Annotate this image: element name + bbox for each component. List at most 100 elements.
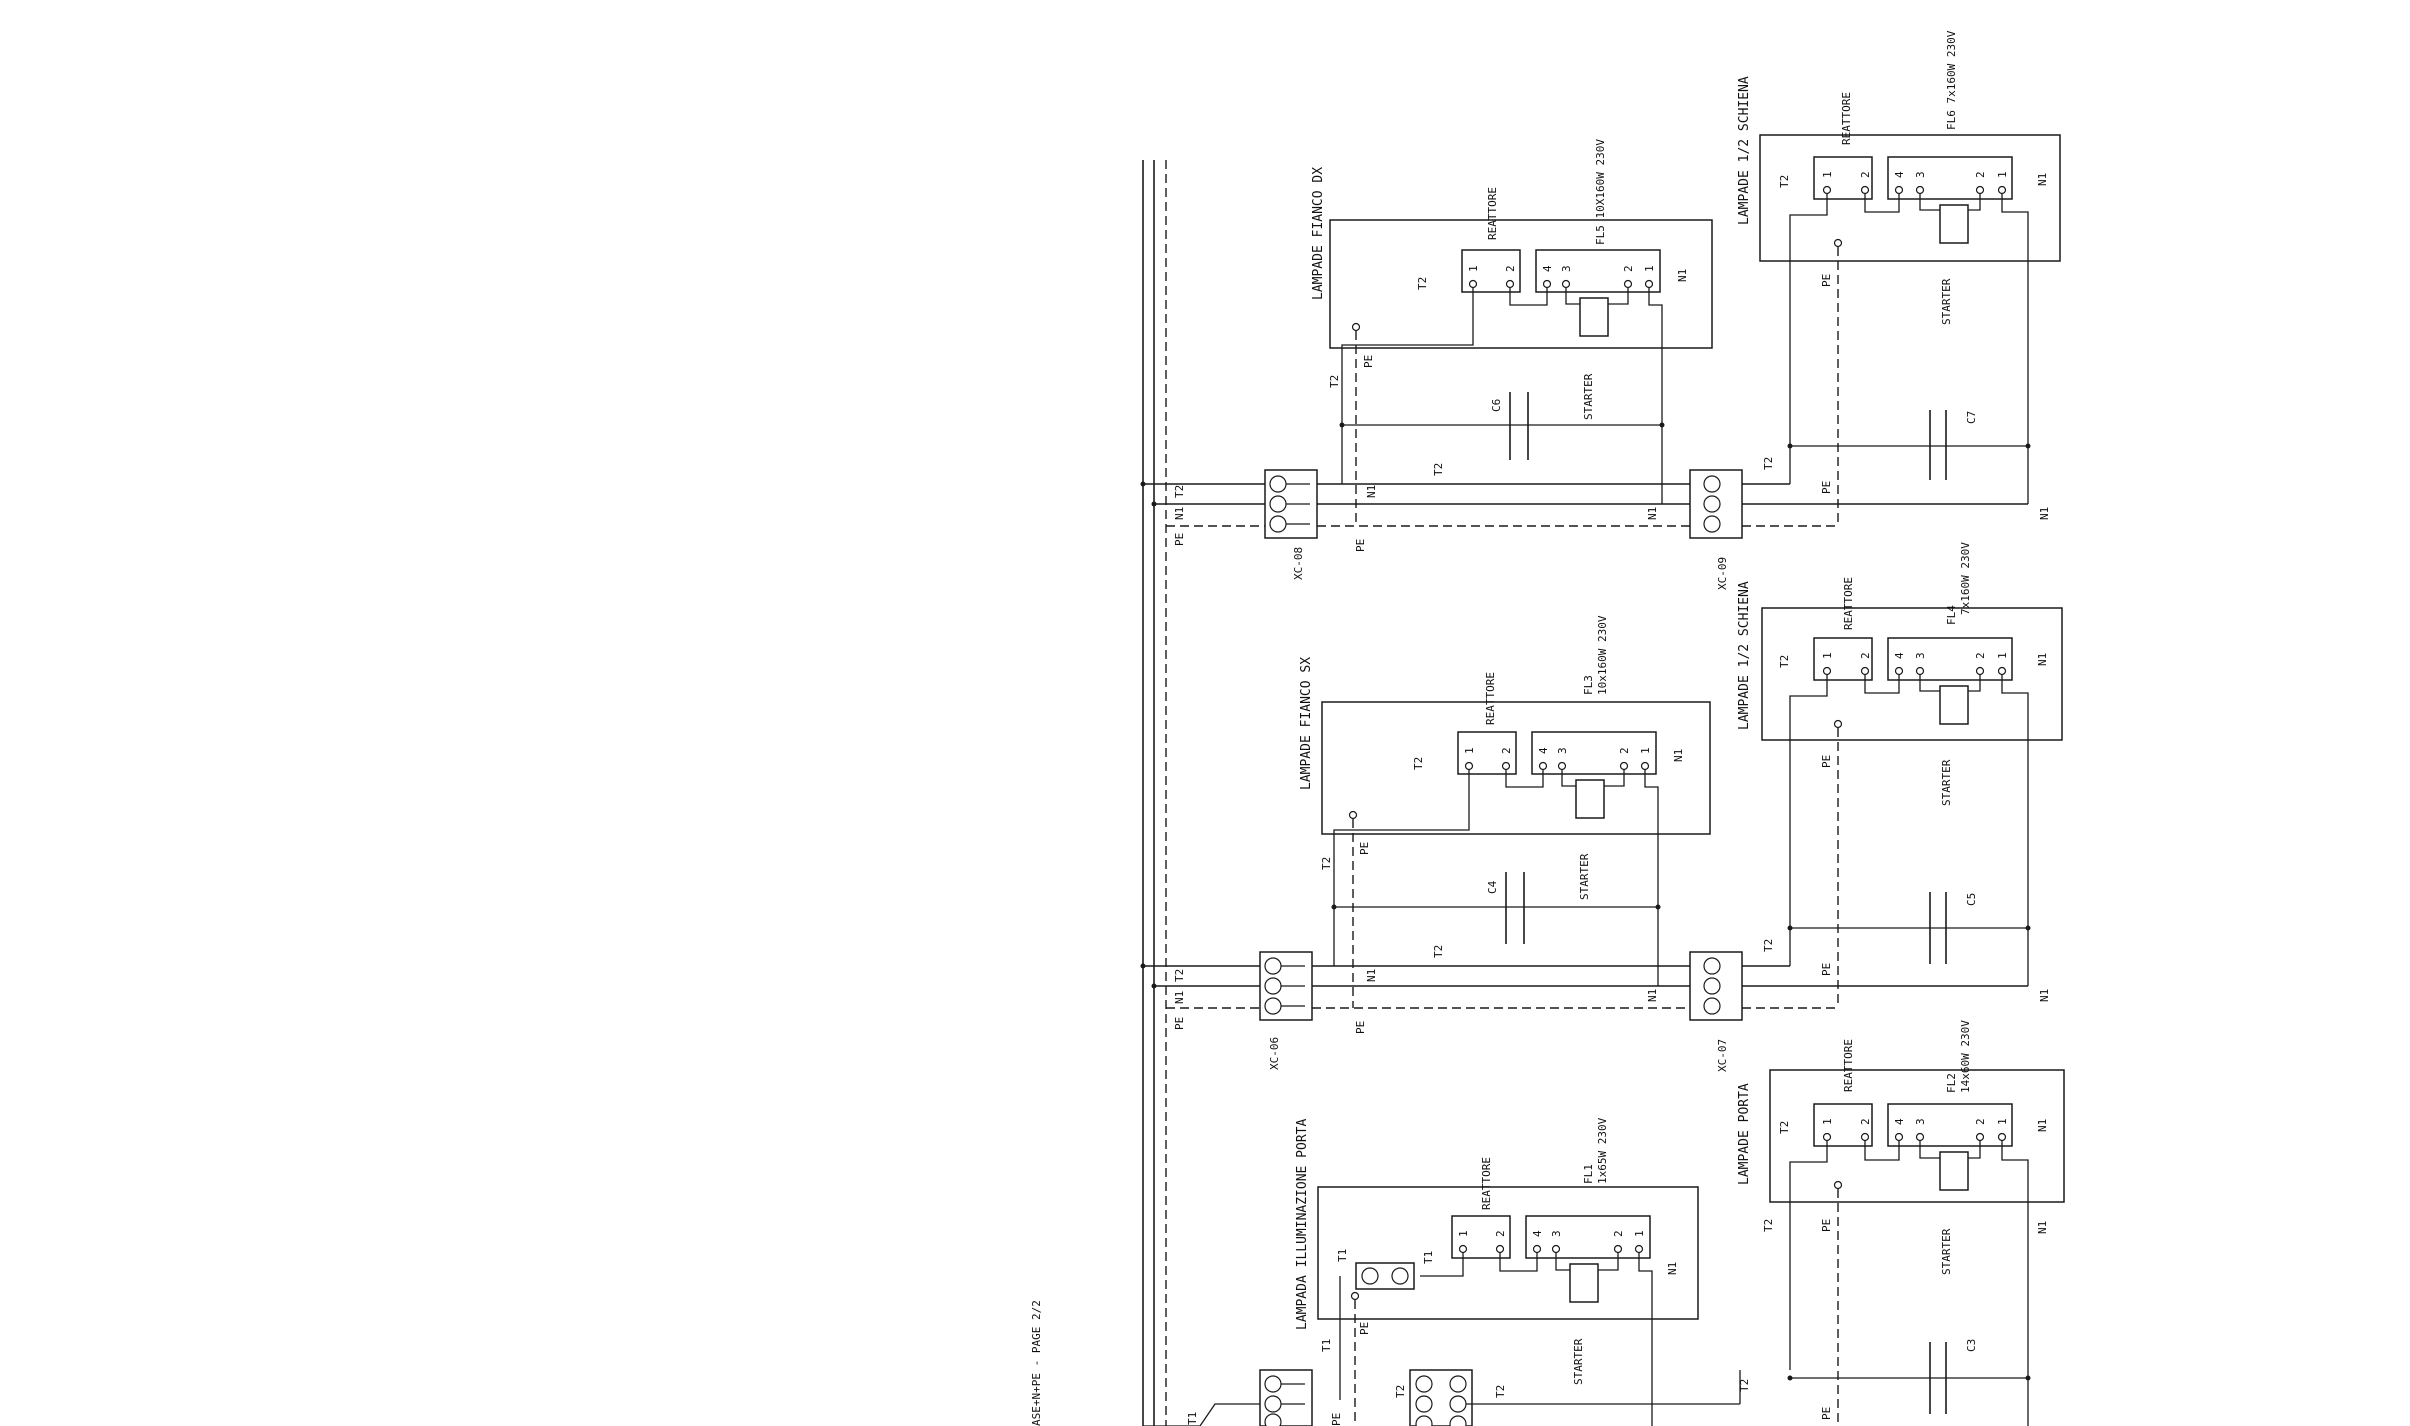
pe-label: PE xyxy=(1820,1219,1833,1232)
lamp-spec-line2: 1x65W 230V xyxy=(1596,1117,1609,1184)
pe-label: PE xyxy=(1820,274,1833,287)
terminal-block-xc08: XC-08 xyxy=(1264,469,1318,580)
pin-label: N1 xyxy=(2036,653,2049,666)
pin-number: 2 xyxy=(1494,1230,1507,1237)
pin-number: 2 xyxy=(1618,747,1631,754)
terminal-label: XC-08 xyxy=(1292,547,1305,580)
wire-label: N1 xyxy=(1365,485,1378,498)
wire-label: T2 xyxy=(1762,457,1775,470)
wire-label: T2 xyxy=(1762,939,1775,952)
bus-label-pe: PE xyxy=(1173,533,1186,546)
bus-label-pe: PE xyxy=(1173,1017,1186,1030)
pin-number: 3 xyxy=(1550,1230,1563,1237)
pin-number: 1 xyxy=(1457,1230,1470,1237)
upper-wires: PE N1 T2 T2 N1 PE N1 xyxy=(1140,463,2028,552)
terminal-label: XC-06 xyxy=(1268,1037,1281,1070)
capacitor-label: C5 xyxy=(1965,893,1978,906)
pin-number: 4 xyxy=(1893,171,1906,178)
starter-label: STARTER xyxy=(1940,759,1953,806)
wire-label: N1 xyxy=(1646,507,1659,520)
terminal-label: XC-09 xyxy=(1716,557,1729,590)
bus-label-t: T2 xyxy=(1173,969,1186,982)
pin-number: 2 xyxy=(1859,1118,1872,1125)
ballast-label: REATTORE xyxy=(1480,1157,1493,1210)
pin-label: N1 xyxy=(1666,1262,1679,1275)
bus-label-n: N1 xyxy=(1173,507,1186,520)
pin-number: 4 xyxy=(1541,265,1554,272)
terminal-label: XC-07 xyxy=(1716,1039,1729,1072)
starter-label: STARTER xyxy=(1572,1338,1585,1385)
pin-number: 1 xyxy=(1821,652,1834,659)
wire-label: N1 xyxy=(2036,1221,2049,1234)
unit-title: LAMPADE FIANCO DX xyxy=(1311,167,1326,300)
pin-number: 4 xyxy=(1893,652,1906,659)
page-footer-label: ASE+N+PE - PAGE 2/2 xyxy=(1030,1300,1043,1426)
pin-label: T1 xyxy=(1422,1251,1435,1264)
ballast-label: REATTORE xyxy=(1486,187,1499,240)
lamp-spec: FL5 10X160W 230V xyxy=(1594,139,1607,245)
pin-number: 4 xyxy=(1537,747,1550,754)
wire-label: T2 xyxy=(1328,375,1341,388)
lamp-unit-fl6: LAMPADE 1/2 SCHIENA REATTORE FL6 7x160W … xyxy=(1737,30,2061,526)
wire-label: T2 xyxy=(1432,463,1445,476)
pin-number: 1 xyxy=(1639,747,1652,754)
bus-label-t: T2 xyxy=(1173,485,1186,498)
lamp-spec: FL4 xyxy=(1945,605,1958,625)
starter-label: STARTER xyxy=(1582,373,1595,420)
pin-label: N1 xyxy=(1672,749,1685,762)
pin-number: 2 xyxy=(1500,747,1513,754)
pe-label: PE xyxy=(1358,1322,1371,1335)
pin-label: T1 xyxy=(1336,1249,1349,1262)
pin-number: 1 xyxy=(1821,171,1834,178)
pe-label: PE xyxy=(1820,755,1833,768)
lamp-spec-line2: 14x60W 230V xyxy=(1959,1020,1972,1093)
pin-number: 3 xyxy=(1560,265,1573,272)
wire-label: T2 xyxy=(1738,1379,1751,1392)
wire-label: T1 xyxy=(1186,1412,1199,1425)
wire-label: T1 xyxy=(1320,1339,1333,1352)
pin-number: 1 xyxy=(1467,265,1480,272)
wire-label: PE xyxy=(1820,481,1833,494)
unit-title: LAMPADE PORTA xyxy=(1737,1083,1752,1185)
pin-number: 1 xyxy=(1996,171,2009,178)
lamp-spec-line2: 10x160W 230V xyxy=(1596,615,1609,695)
lamp-unit-fl2: LAMPADE PORTA REATTORE FL2 14x60W 230V 1… xyxy=(1737,1020,2065,1426)
middle-wires: PE N1 T2 T2 N1 PE N1 xyxy=(1140,945,2028,1034)
unit-title: LAMPADE FIANCO SX xyxy=(1299,657,1314,790)
pin-number: 1 xyxy=(1633,1230,1646,1237)
terminal-block-xc06: XC-06 xyxy=(1259,951,1313,1070)
wire-label: PE xyxy=(1330,1413,1343,1426)
pin-number: 1 xyxy=(1996,652,2009,659)
starter-label: STARTER xyxy=(1940,1228,1953,1275)
wire-label: N1 xyxy=(1646,989,1659,1002)
lamp-spec: FL3 xyxy=(1582,675,1595,695)
main-bus xyxy=(1142,160,1167,1426)
pin-number: 1 xyxy=(1821,1118,1834,1125)
pin-number: 2 xyxy=(1974,1118,1987,1125)
pe-label: PE xyxy=(1358,842,1371,855)
wire-label: T2 xyxy=(1494,1385,1507,1398)
pin-number: 2 xyxy=(1859,652,1872,659)
pin-label: T2 xyxy=(1778,655,1791,668)
lamp-spec: FL1 xyxy=(1582,1164,1595,1184)
capacitor-label: C6 xyxy=(1490,399,1503,412)
pin-label: T2 xyxy=(1412,757,1425,770)
pin-label: T2 xyxy=(1778,1121,1791,1134)
ballast-label: REATTORE xyxy=(1840,92,1853,145)
pin-label: N1 xyxy=(1676,269,1689,282)
starter-label: STARTER xyxy=(1578,853,1591,900)
pin-number: 3 xyxy=(1556,747,1569,754)
bus-label-n: N1 xyxy=(1173,991,1186,1004)
pin-number: 2 xyxy=(1612,1230,1625,1237)
terminal-block-bottom-mid: T2 T2 xyxy=(1394,1369,1741,1426)
pin-label: N1 xyxy=(2036,173,2049,186)
pin-number: 1 xyxy=(1996,1118,2009,1125)
capacitor-label: C4 xyxy=(1486,880,1499,894)
pin-number: 2 xyxy=(1974,171,1987,178)
ballast-label: REATTORE xyxy=(1842,577,1855,630)
pin-number: 1 xyxy=(1463,747,1476,754)
pin-number: 3 xyxy=(1914,171,1927,178)
terminal-block-xc09: XC-09 xyxy=(1689,469,1743,590)
pe-label: PE xyxy=(1362,355,1375,368)
